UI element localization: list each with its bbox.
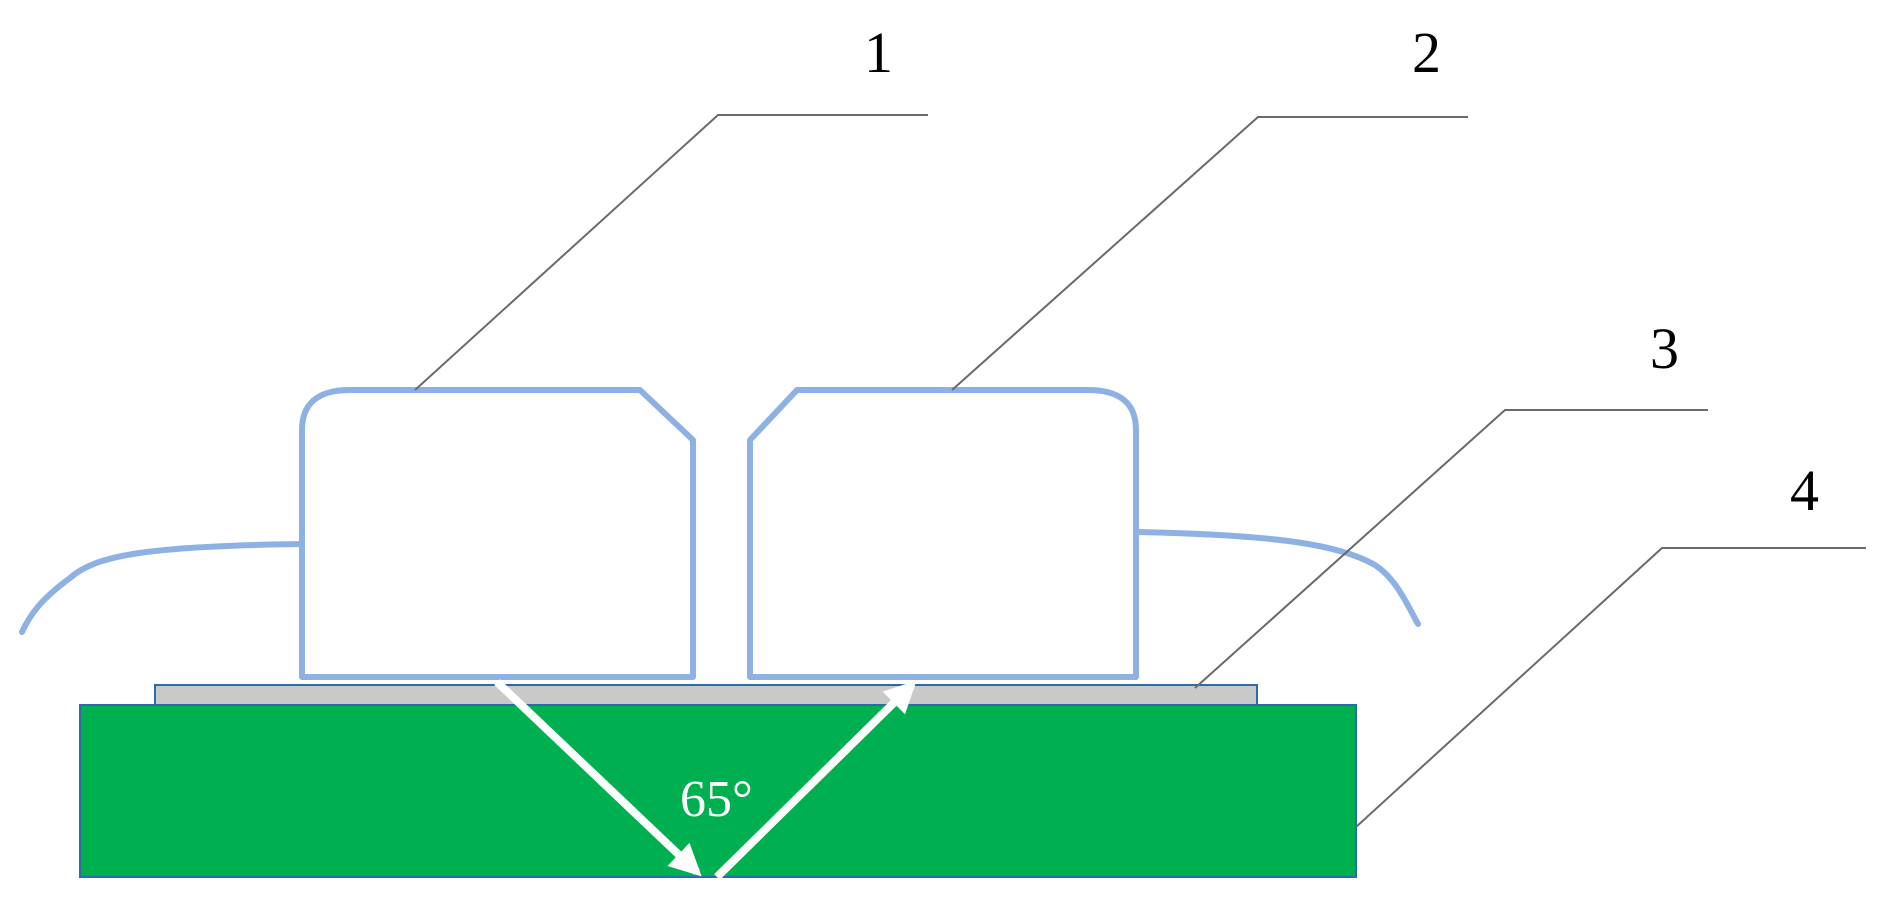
leader-line-3 <box>1194 409 1708 689</box>
incident-beam-arrow <box>494 679 702 877</box>
leader-line-1 <box>414 114 928 391</box>
callout-label-3: 3 <box>1650 316 1679 381</box>
left-probe-body <box>299 387 696 680</box>
right-probe-body <box>747 387 1139 680</box>
left-probe-cable <box>19 541 305 635</box>
leader-line-2 <box>951 116 1468 391</box>
right-probe-cable <box>1133 529 1421 627</box>
callout-label-4: 4 <box>1790 458 1819 523</box>
reflected-beam-arrow <box>714 680 917 880</box>
callout-label-2: 2 <box>1412 20 1441 85</box>
substrate-block <box>79 704 1357 878</box>
angle-label: 65° <box>680 771 753 828</box>
thin-layer <box>154 684 1258 706</box>
callout-label-1: 1 <box>864 20 893 85</box>
leader-line-4 <box>1355 547 1866 828</box>
